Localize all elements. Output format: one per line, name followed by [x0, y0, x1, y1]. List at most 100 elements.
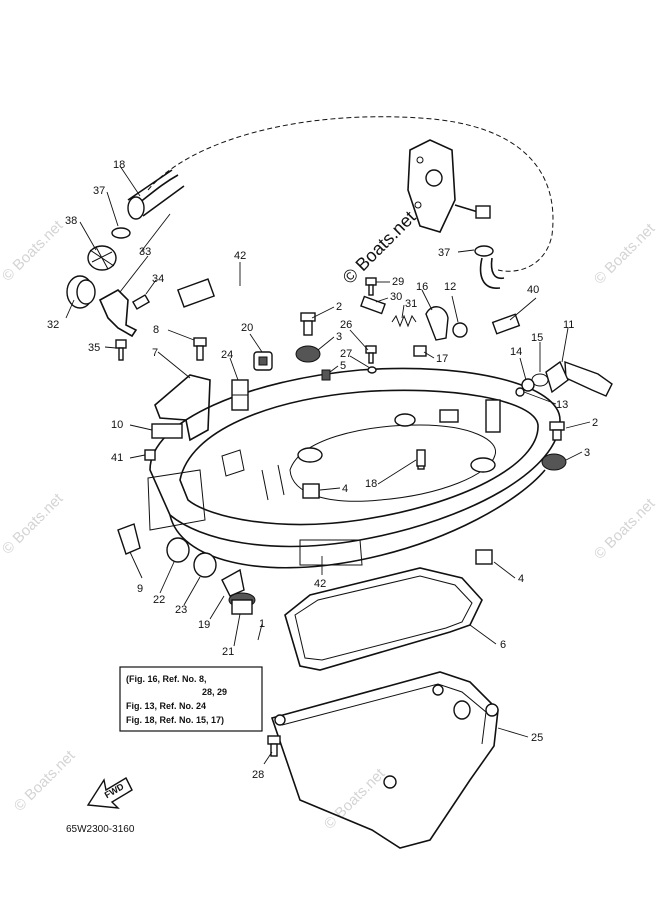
bottom-cowling	[149, 367, 561, 569]
watermark: © Boats.net	[11, 747, 79, 815]
screw-29	[365, 277, 377, 296]
callout-34: 34	[152, 273, 164, 285]
callouts: 18 37 38 33 34 32 35 8 7 10 41 9 22 23 1…	[47, 159, 598, 781]
screw-18	[416, 449, 426, 467]
callout-18: 18	[365, 478, 377, 490]
callout-41: 41	[111, 452, 123, 464]
note-line-4: Fig. 18, Ref. No. 15, 17)	[126, 715, 224, 725]
callout-17: 17	[436, 353, 448, 365]
callout-13: 13	[556, 399, 568, 411]
fwd-arrow: FWD	[86, 777, 133, 809]
top-cowling-outline	[147, 116, 554, 272]
clip-24	[231, 379, 249, 411]
callout-40: 42	[234, 250, 246, 262]
note-line-3: Fig. 13, Ref. No. 24	[126, 701, 206, 711]
grommet-9	[117, 523, 141, 555]
label-41	[144, 449, 156, 461]
callout-36: 18	[113, 159, 125, 171]
callout-12: 12	[444, 281, 456, 293]
washer-27	[367, 366, 377, 374]
callout-3-left: 3	[336, 331, 342, 343]
callout-39: 40	[527, 284, 539, 296]
watermark: © Boats.net	[0, 217, 67, 285]
watermark: © Boats.net	[591, 495, 659, 563]
callout-37: 37	[93, 185, 105, 197]
clamp-37-left	[111, 227, 131, 239]
callout-15: 15	[531, 332, 543, 344]
callout-5: 5	[340, 360, 346, 372]
callout-14: 14	[510, 346, 522, 358]
callout-2-left: 2	[336, 301, 342, 313]
grommet-21	[228, 592, 256, 615]
callout-11: 11	[563, 319, 574, 331]
callout-1: 1	[259, 618, 265, 630]
grommet-3-right	[541, 453, 567, 471]
lever-16	[425, 306, 449, 341]
screw-28	[267, 735, 281, 757]
screw-26	[365, 345, 377, 364]
callout-27: 27	[340, 348, 352, 360]
lower-cover-25	[270, 671, 499, 849]
callout-3-right: 3	[584, 447, 590, 459]
bracket-7	[154, 374, 211, 442]
label-39	[491, 313, 521, 335]
callout-4-left: 4	[342, 483, 348, 495]
bracket-33	[98, 289, 138, 338]
reference-note-box: (Fig. 16, Ref. No. 8, 28, 29 Fig. 13, Re…	[119, 666, 263, 732]
callout-35: 35	[88, 342, 100, 354]
callout-25: 25	[531, 732, 543, 744]
callout-7: 7	[152, 347, 158, 359]
hose-36-body	[127, 169, 185, 217]
callout-24: 24	[221, 349, 233, 361]
grommet-19	[221, 568, 245, 597]
clamp-37-right	[474, 245, 494, 257]
lever-assembly	[407, 139, 491, 233]
plate-10	[151, 423, 183, 439]
callout-26: 26	[340, 319, 352, 331]
diagram-code: 65W2300-3160	[66, 824, 135, 835]
callout-21: 21	[222, 646, 234, 658]
cowling-internals	[147, 399, 501, 531]
callout-23: 23	[175, 604, 187, 616]
callout-8: 8	[153, 324, 159, 336]
callout-16: 16	[416, 281, 428, 293]
watermark: © Boats.net	[591, 220, 659, 288]
grommet-20	[253, 351, 273, 371]
callout-20: 20	[241, 322, 253, 334]
watermark: © Boats.net	[0, 490, 67, 558]
callout-9: 9	[137, 583, 143, 595]
hose-end	[127, 196, 145, 220]
hose-right	[479, 257, 505, 289]
clip-5	[321, 369, 331, 381]
note-line-1: (Fig. 16, Ref. No. 8,	[126, 674, 207, 684]
watermark-main: © Boats.net	[339, 207, 420, 288]
screw-8	[193, 337, 207, 361]
callout-2-right: 2	[592, 417, 598, 429]
note-line-2: 28, 29	[202, 687, 227, 697]
seal-6	[284, 567, 483, 671]
screw-17	[413, 345, 427, 357]
collar-4-right	[475, 549, 493, 565]
screw-35	[115, 339, 127, 361]
washer-13	[515, 387, 525, 397]
cap-32	[66, 275, 96, 309]
spring-31	[391, 314, 417, 328]
screw-34	[131, 294, 151, 310]
callout-28: 28	[252, 769, 264, 781]
plug-23	[193, 552, 217, 578]
handle-11	[545, 360, 613, 397]
bolt-2-right	[549, 421, 565, 441]
callout-33: 33	[139, 246, 151, 258]
callout-22: 22	[153, 594, 165, 606]
collar-4-left	[302, 483, 320, 499]
plug-22	[166, 537, 190, 563]
callout-31: 31	[405, 298, 417, 310]
washer-14	[521, 378, 535, 392]
gear-38	[87, 245, 117, 271]
callout-4-right: 4	[518, 573, 524, 585]
callout-42: 42	[314, 578, 326, 590]
callout-6: 6	[500, 639, 506, 651]
callout-29: 29	[392, 276, 404, 288]
label-40	[176, 278, 216, 308]
